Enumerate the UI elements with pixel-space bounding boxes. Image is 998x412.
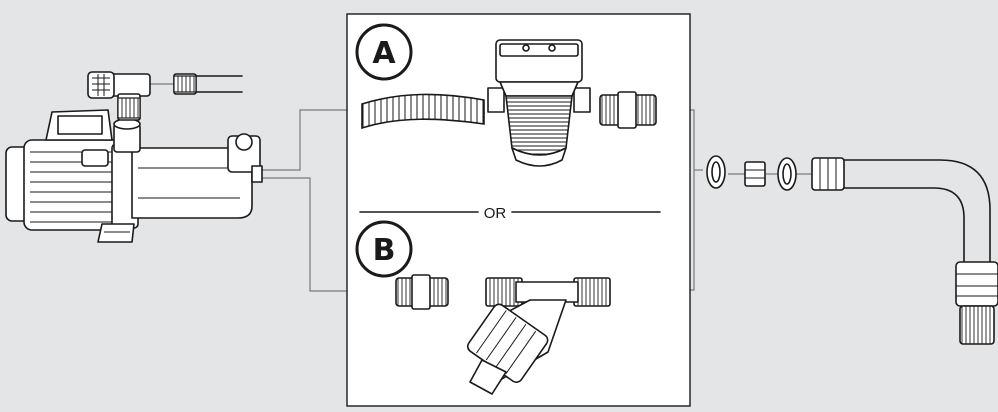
- hex-nut: [745, 162, 765, 186]
- or-label: OR: [484, 205, 507, 222]
- suction-hose: [812, 158, 998, 306]
- option-a-label: A: [372, 36, 396, 71]
- gasket-1: [707, 156, 725, 188]
- pump-illustration: [6, 110, 262, 242]
- tee-fitting-with-gauge: [88, 72, 242, 120]
- option-b-label: B: [373, 233, 396, 268]
- gasket-2: [778, 158, 796, 190]
- foot-valve-strainer: [960, 306, 994, 344]
- threaded-nipple-a: [600, 92, 656, 128]
- threaded-nipple-b: [396, 275, 448, 309]
- option-b-badge: B: [357, 222, 411, 276]
- option-a-badge: A: [357, 25, 411, 79]
